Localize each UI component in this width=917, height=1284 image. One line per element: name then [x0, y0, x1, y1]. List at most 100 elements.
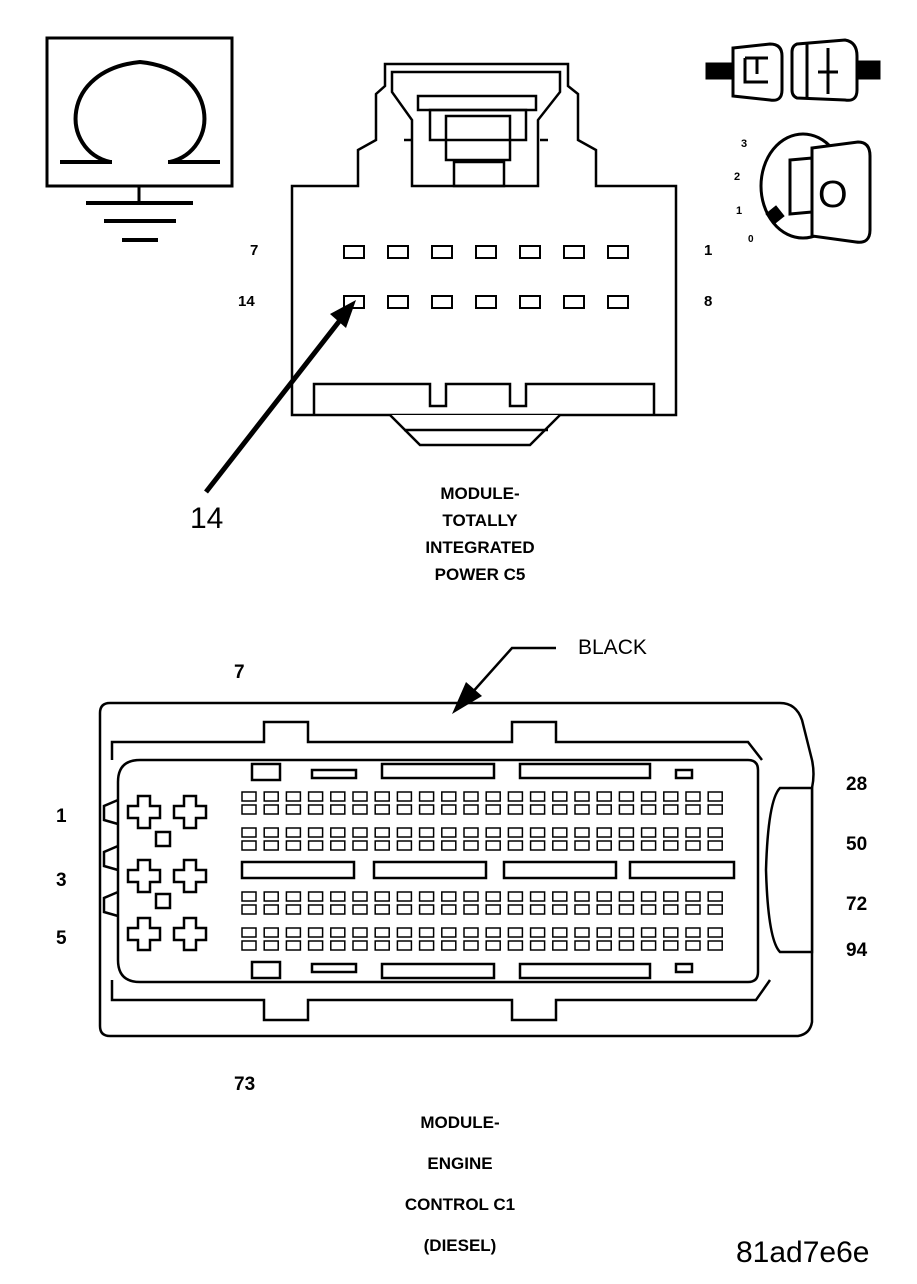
ecm-cavity	[396, 827, 413, 838]
ecm-cavity	[396, 904, 413, 915]
ignition-switch-icon	[759, 132, 872, 244]
ecm-cavity	[663, 827, 679, 838]
ecm-cavity	[463, 791, 479, 802]
ecm-cavity	[596, 827, 612, 838]
ecm-cavity	[418, 940, 435, 951]
tipm-caption-line-1: MODULE-	[440, 484, 520, 503]
ignition-key-letter: O	[818, 174, 848, 216]
ecm-cavity	[241, 840, 257, 851]
ecm-cavity	[485, 940, 501, 951]
ecm-cavity	[396, 940, 413, 951]
ecm-cavity	[330, 927, 346, 938]
ecm-cavity	[618, 904, 635, 915]
ecm-cavity	[618, 827, 635, 838]
tipm-caption-line-3: INTEGRATED	[425, 538, 535, 557]
ecm-pin-label-73: 73	[234, 1074, 256, 1095]
ecm-cavity	[618, 891, 635, 902]
tipm-cavity	[387, 295, 409, 309]
ecm-cavity	[596, 840, 612, 851]
ecm-cavity	[552, 904, 568, 915]
ecm-cavity	[263, 827, 279, 838]
ecm-cavity	[529, 904, 546, 915]
ecm-cavity	[685, 940, 701, 951]
ecm-cavity	[418, 791, 435, 802]
ecm-cavity	[507, 891, 524, 902]
ecm-cavity	[307, 904, 324, 915]
ecm-cavity	[529, 940, 546, 951]
ecm-cavity	[529, 791, 546, 802]
ecm-cavity	[374, 827, 390, 838]
ecm-cavity	[263, 891, 279, 902]
tipm-caption-line-2: TOTALLY	[442, 511, 518, 530]
tipm-connector-outline	[290, 62, 678, 447]
color-callout-leader	[452, 646, 556, 714]
tipm-cavity	[563, 245, 585, 259]
ecm-cavity	[463, 840, 479, 851]
ecm-cavity	[285, 940, 302, 951]
ecm-cavity	[263, 927, 279, 938]
ecm-cavity	[441, 840, 457, 851]
ignition-position-1: 1	[736, 205, 743, 217]
ecm-cavity	[463, 940, 479, 951]
ecm-cavity	[441, 891, 457, 902]
tipm-cavity	[475, 245, 497, 259]
ecm-cavity	[374, 904, 390, 915]
ecm-cavity	[285, 927, 302, 938]
ecm-cavity	[330, 891, 346, 902]
color-callout-black: BLACK	[578, 636, 647, 659]
tipm-cavity	[475, 295, 497, 309]
ecm-cavity	[552, 804, 568, 815]
ecm-pin-label-28: 28	[846, 774, 868, 795]
ecm-cavity	[330, 904, 346, 915]
ecm-cavity	[352, 940, 368, 951]
ecm-cavity	[507, 827, 524, 838]
ecm-cavity	[241, 904, 257, 915]
ecm-cavity	[685, 791, 701, 802]
ecm-caption-line-4: (DIESEL)	[423, 1236, 497, 1255]
ecm-cavity	[485, 840, 501, 851]
ecm-cavity	[241, 940, 257, 951]
ecm-cavity	[307, 827, 324, 838]
ecm-cavity	[685, 804, 701, 815]
ecm-cavity	[574, 891, 590, 902]
ecm-cavity	[552, 927, 568, 938]
ecm-cavity	[507, 940, 524, 951]
tipm-cavity	[519, 295, 541, 309]
ecm-cavity	[285, 891, 302, 902]
ecm-cavity	[485, 891, 501, 902]
ecm-cavity	[285, 904, 302, 915]
ecm-power-cavities	[126, 794, 208, 952]
ecm-cavity	[441, 904, 457, 915]
ecm-cavity	[552, 827, 568, 838]
ecm-cavity	[241, 804, 257, 815]
ecm-cavity	[418, 904, 435, 915]
ecm-pin-label-3: 3	[56, 870, 67, 891]
ecm-cavity	[707, 904, 723, 915]
ecm-cavity	[263, 904, 279, 915]
ecm-cavity	[307, 840, 324, 851]
ecm-cavity	[618, 791, 635, 802]
ecm-cavity	[529, 827, 546, 838]
power-cavity	[126, 858, 162, 894]
ecm-cavity	[663, 927, 679, 938]
ecm-cavity	[707, 827, 723, 838]
power-cavity	[172, 794, 208, 830]
ecm-cavity	[352, 791, 368, 802]
ecm-cavity	[707, 891, 723, 902]
ecm-cavity	[552, 791, 568, 802]
tipm-cavity	[519, 245, 541, 259]
power-cavity	[172, 916, 208, 952]
ecm-cavity	[574, 927, 590, 938]
ecm-pin-label-94: 94	[846, 940, 868, 961]
ecm-caption-line-2: ENGINE	[427, 1154, 493, 1173]
ecm-cavity	[507, 791, 524, 802]
ecm-cavity	[707, 927, 723, 938]
ecm-cavity	[374, 804, 390, 815]
ecm-cavity	[307, 940, 324, 951]
ecm-pin-label-50: 50	[846, 834, 868, 855]
ecm-cavity	[352, 891, 368, 902]
ecm-cavity	[618, 840, 635, 851]
ecm-cavity	[418, 891, 435, 902]
power-cavity	[172, 858, 208, 894]
tipm-cavity	[343, 245, 365, 259]
